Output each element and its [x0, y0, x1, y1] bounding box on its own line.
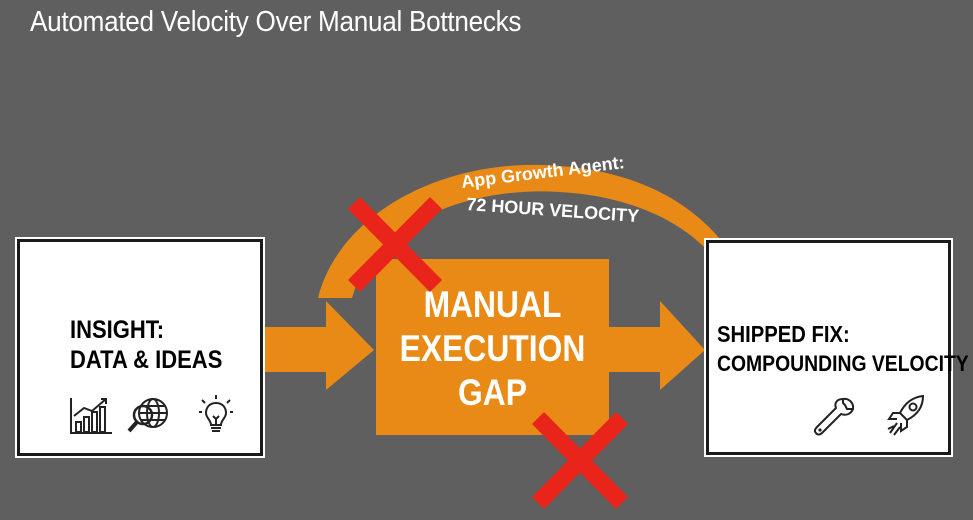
- arrow-insight-to-gap: [262, 301, 374, 390]
- gap-line1: MANUAL: [423, 284, 562, 325]
- arrow-gap-to-shipped: [608, 301, 705, 390]
- gap-line2: EXECUTION: [399, 328, 586, 369]
- red-cross-lower: [531, 412, 629, 509]
- red-cross-upper: [347, 197, 443, 292]
- manual-execution-gap-box: MANUAL EXECUTION GAP: [376, 259, 609, 435]
- wrench-icon: [813, 397, 855, 436]
- insight-card-title: INSIGHT:: [70, 316, 165, 344]
- shipped-card-title: SHIPPED FIX:: [717, 321, 850, 347]
- globe-magnifier-icon: [127, 398, 168, 433]
- bar-chart-icon: [70, 398, 112, 434]
- insight-card-subtitle: DATA & IDEAS: [70, 346, 223, 374]
- bypass-arc-arrow: [318, 164, 752, 300]
- lightbulb-icon: [199, 395, 233, 432]
- shipped-fix-card: SHIPPED FIX: COMPOUNDING VELOCITY: [706, 240, 969, 455]
- rocket-icon: [887, 394, 925, 436]
- shipped-card-subtitle: COMPOUNDING VELOCITY: [717, 351, 969, 376]
- gap-line3: GAP: [458, 372, 527, 413]
- slide-title: Automated Velocity Over Manual Bottnecks: [30, 6, 522, 38]
- insight-card: INSIGHT: DATA & IDEAS: [17, 239, 263, 456]
